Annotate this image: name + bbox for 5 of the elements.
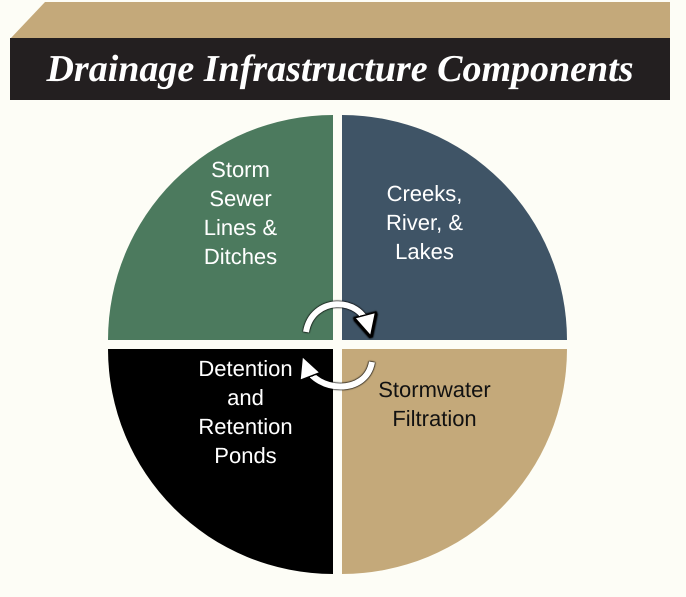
quadrant-label: Detention and Retention Ponds	[197, 354, 294, 470]
title: Drainage Infrastructure Components	[46, 47, 634, 91]
quadrant-label: Storm Sewer Lines & Ditches	[202, 156, 278, 270]
quadrant-label: Stormwater Filtration	[377, 376, 492, 433]
quadrant-label: Creeks, River, & Lakes	[384, 180, 464, 266]
